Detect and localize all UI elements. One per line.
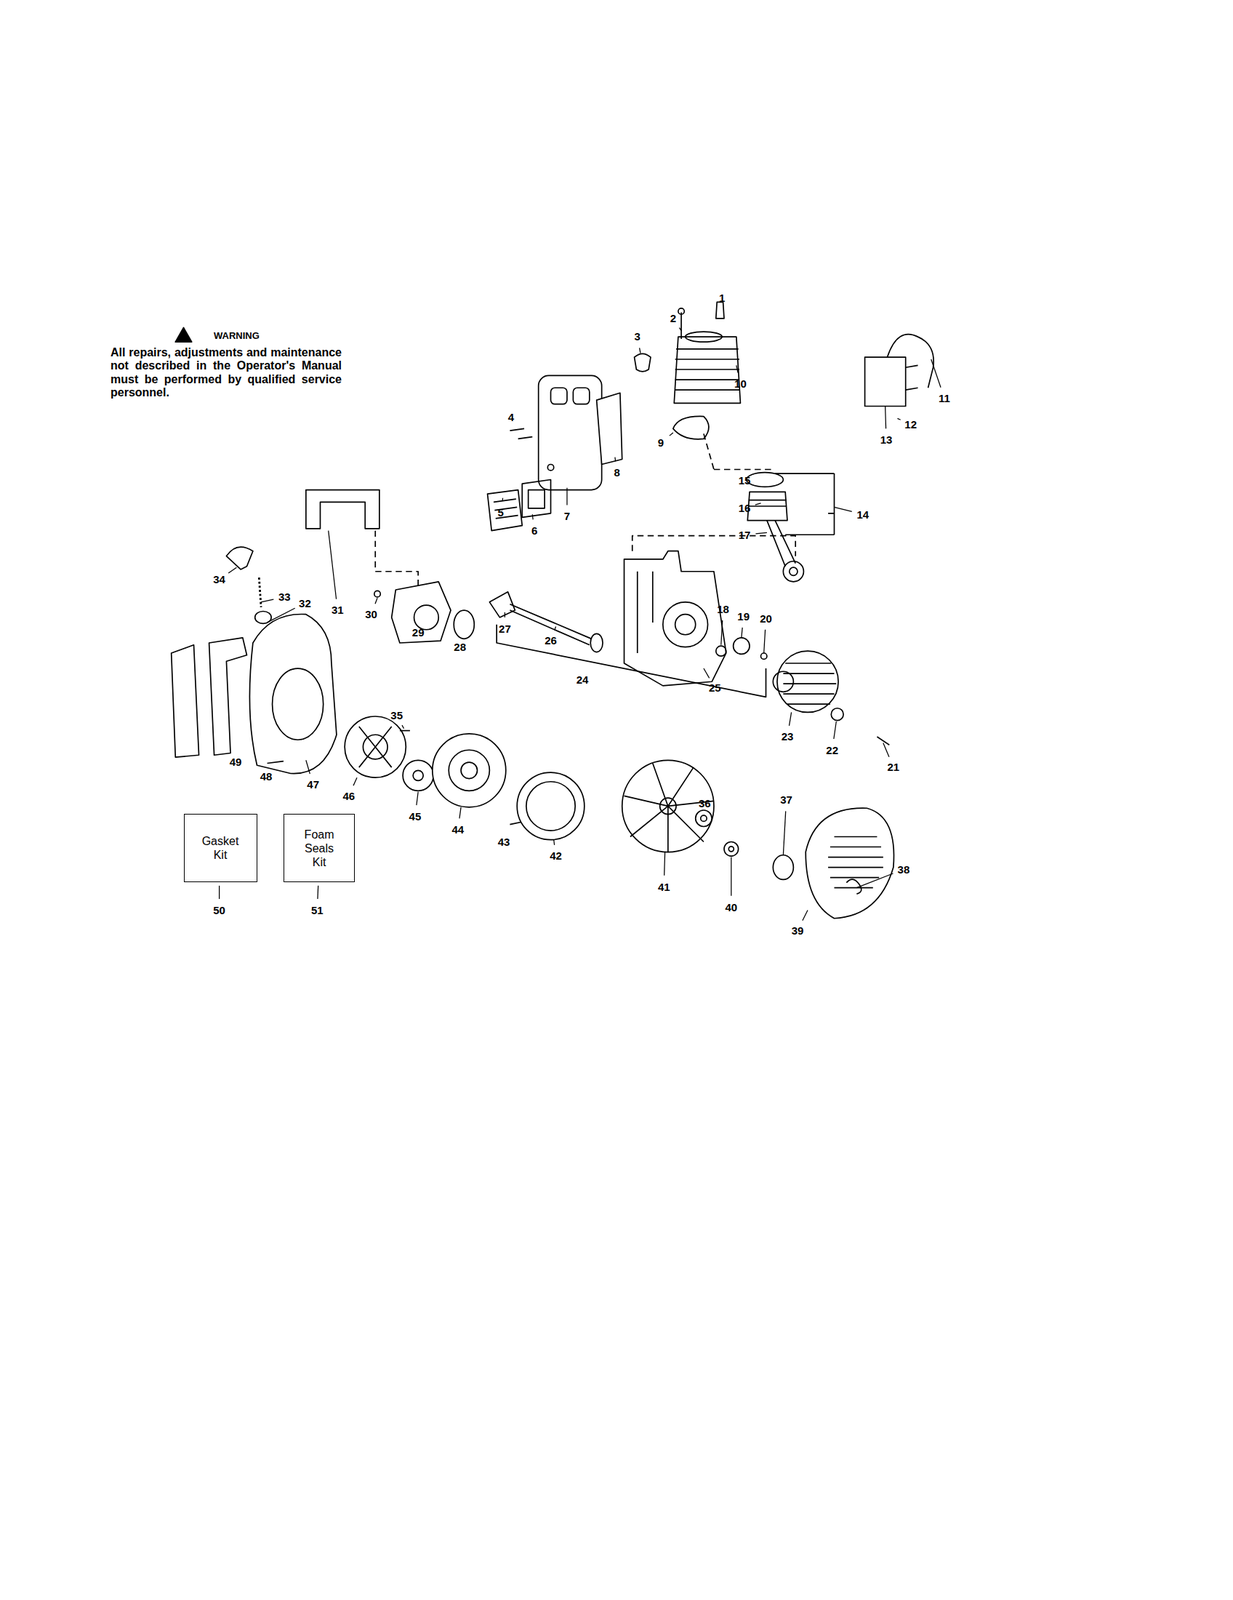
leader-line	[663, 852, 666, 876]
leader-line	[375, 597, 378, 604]
callout-number: 13	[880, 434, 893, 445]
leader-line	[897, 418, 901, 420]
leader-line	[553, 839, 555, 845]
callout-number: 14	[856, 508, 869, 520]
leader-line	[764, 629, 766, 653]
callout-number: 40	[724, 901, 738, 913]
callout-number: 25	[708, 681, 722, 693]
callout-number: 46	[342, 790, 355, 802]
leader-line	[554, 626, 557, 631]
callout-number: 19	[737, 610, 750, 622]
callout-number: 33	[278, 591, 291, 602]
callout-number: 16	[738, 502, 751, 514]
callout-number: 31	[331, 604, 344, 616]
leader-line	[730, 857, 732, 896]
callout-number: 20	[759, 612, 773, 624]
leader-line	[260, 599, 274, 602]
callout-number: 15	[738, 474, 751, 486]
leader-line	[316, 885, 319, 899]
leader-line	[789, 711, 792, 725]
leader-line	[755, 532, 767, 533]
kit-box: Gasket Kit	[183, 813, 258, 882]
callout-number: 30	[364, 608, 378, 620]
warning-heading: WARNING	[213, 330, 260, 341]
leader-line	[782, 810, 786, 855]
callout-number: 1	[719, 292, 725, 304]
leader-line	[884, 406, 887, 429]
leader-line	[504, 612, 506, 618]
callout-number: 36	[698, 797, 712, 809]
callout-number: 38	[897, 863, 911, 875]
callout-number: 32	[298, 597, 312, 609]
leader-line	[532, 513, 534, 520]
callout-number: 47	[306, 778, 320, 790]
callout-number: 45	[409, 810, 422, 822]
callout-number: 27	[498, 623, 512, 634]
callout-number: 7	[564, 510, 570, 522]
callout-number: 24	[576, 673, 589, 685]
leader-line	[802, 910, 808, 921]
leader-line	[669, 432, 674, 436]
callout-number: 29	[412, 626, 425, 638]
leader-line	[721, 620, 723, 645]
callout-number: 39	[791, 924, 805, 936]
callout-number: 26	[544, 634, 557, 646]
callout-number: 43	[497, 836, 511, 847]
warning-note: All repairs, adjustments and maintenance…	[110, 346, 342, 400]
leader-line	[703, 668, 710, 678]
leader-line	[833, 721, 837, 739]
callout-number: 11	[938, 392, 951, 404]
callout-number: 28	[453, 641, 467, 653]
callout-number: 17	[738, 529, 751, 541]
callout-number: 51	[311, 904, 324, 916]
leader-line	[741, 627, 743, 638]
callout-number: 12	[904, 418, 917, 430]
leader-line	[328, 530, 337, 600]
leader-line	[416, 791, 419, 805]
callout-number: 34	[213, 573, 226, 585]
leader-line	[614, 457, 616, 462]
leader-line	[218, 885, 220, 899]
leader-line	[755, 503, 762, 505]
leader-line	[736, 364, 738, 373]
callout-number: 37	[780, 793, 793, 805]
leader-line	[402, 724, 405, 729]
kit-name: Gasket Kit	[197, 833, 243, 862]
callout-number: 4	[508, 411, 514, 423]
callout-number: 18	[716, 603, 730, 615]
leader-line	[639, 347, 641, 353]
callout-number: 9	[657, 436, 664, 448]
callout-number: 6	[531, 524, 538, 536]
leader-line	[834, 506, 853, 512]
callout-number: 8	[614, 466, 621, 478]
leader-line	[883, 742, 890, 757]
leader-line	[856, 873, 893, 888]
leader-line	[267, 607, 296, 623]
callout-number: 41	[657, 881, 671, 893]
leader-line	[566, 487, 568, 506]
callout-number: 48	[260, 770, 273, 782]
callout-number: 50	[213, 904, 226, 916]
leader-line	[353, 777, 357, 786]
callout-number: 42	[549, 849, 562, 861]
callout-number: 3	[634, 330, 641, 342]
leader-line	[501, 497, 504, 501]
callout-number: 35	[390, 709, 403, 721]
callout-number: 21	[887, 761, 901, 773]
leader-line	[679, 327, 682, 331]
callout-number: 23	[781, 730, 794, 742]
callout-number: 2	[670, 312, 677, 324]
leader-line	[459, 806, 461, 819]
callout-number: 10	[734, 378, 747, 389]
leader-line	[306, 759, 310, 774]
callout-number: 44	[452, 823, 465, 835]
callout-number: 49	[229, 756, 243, 767]
kit-name: Foam Seals Kit	[296, 827, 342, 870]
kit-box: Foam Seals Kit	[283, 813, 355, 882]
callout-number: 5	[497, 506, 504, 518]
leader-line	[931, 359, 941, 388]
callout-number: 22	[825, 744, 839, 756]
leader-line	[228, 567, 237, 573]
